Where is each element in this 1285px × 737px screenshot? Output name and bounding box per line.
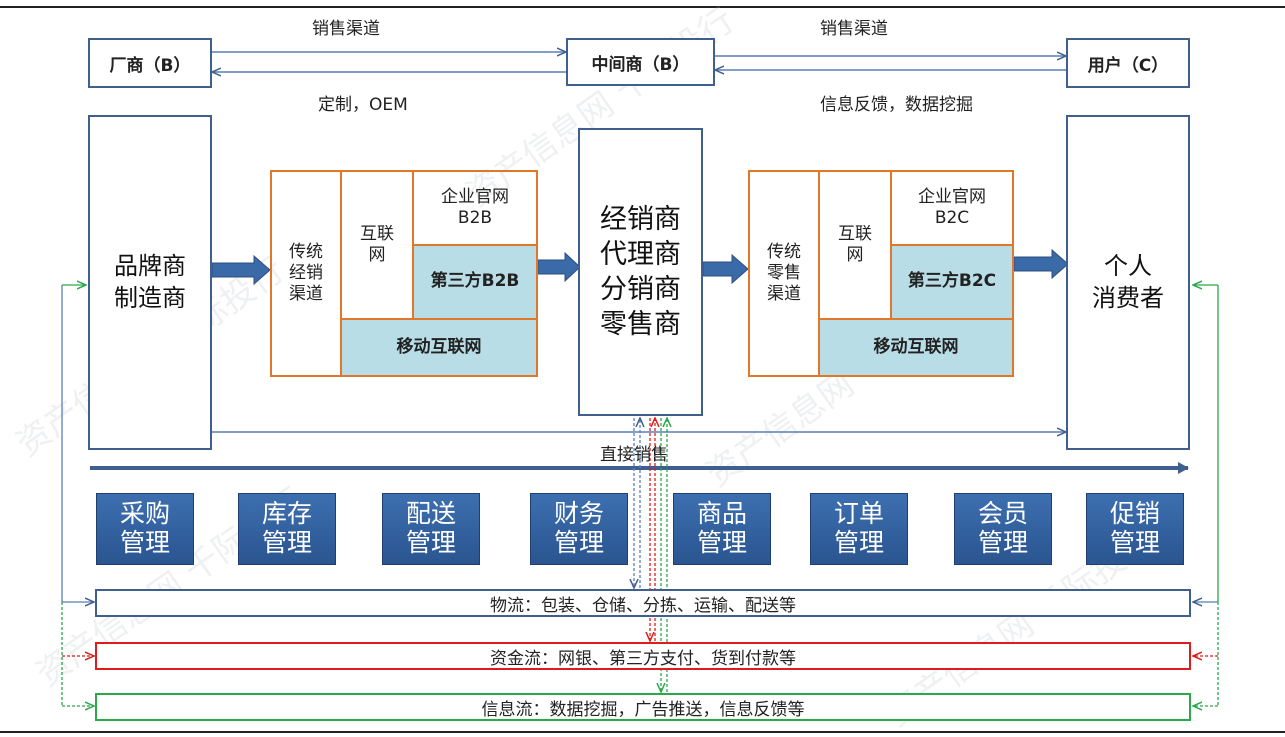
direct-sales-label: 直接销售 bbox=[600, 445, 668, 465]
frame-top-line bbox=[0, 6, 1285, 8]
order-management: 订单 管理 bbox=[810, 493, 908, 565]
b2c-mobile-internet: 移动互联网 bbox=[818, 318, 1014, 377]
capital-flow-bar: 资金流：网银、第三方支付、货到付款等 bbox=[95, 642, 1191, 670]
member-management: 会员 管理 bbox=[954, 493, 1052, 565]
right-channel-label: 销售渠道 bbox=[820, 19, 888, 39]
b2b-third-party: 第三方B2B bbox=[412, 244, 538, 320]
middleman-box: 中间商（B） bbox=[566, 38, 715, 86]
procurement-management: 采购 管理 bbox=[96, 493, 194, 565]
b2b-channel-group: 传统 经销 渠道 互联 网 企业官网 B2B 第三方B2B 移动互联网 bbox=[270, 170, 538, 377]
b2b-mobile-internet: 移动互联网 bbox=[340, 318, 538, 377]
b2c-third-party: 第三方B2C bbox=[890, 244, 1014, 320]
b2c-traditional-channel: 传统 零售 渠道 bbox=[748, 170, 820, 377]
b2c-official-site: 企业官网 B2C bbox=[890, 170, 1014, 246]
finance-management: 财务 管理 bbox=[530, 493, 628, 565]
user-box: 用户（C） bbox=[1066, 38, 1190, 88]
consumer-box: 个人 消费者 bbox=[1066, 115, 1190, 450]
b2c-internet: 互联 网 bbox=[818, 170, 892, 320]
product-management: 商品 管理 bbox=[673, 493, 771, 565]
left-oem-label: 定制，OEM bbox=[318, 95, 408, 115]
right-feedback-label: 信息反馈，数据挖掘 bbox=[820, 95, 973, 115]
vendor-box: 厂商（B） bbox=[88, 38, 212, 88]
logistics-flow-bar: 物流：包装、仓储、分拣、运输、配送等 bbox=[95, 589, 1191, 617]
brand-manufacturer-box: 品牌商 制造商 bbox=[88, 115, 212, 450]
b2c-channel-group: 传统 零售 渠道 互联 网 企业官网 B2C 第三方B2C 移动互联网 bbox=[748, 170, 1014, 377]
inventory-management: 库存 管理 bbox=[238, 493, 336, 565]
b2b-official-site: 企业官网 B2B bbox=[412, 170, 538, 246]
left-channel-label: 销售渠道 bbox=[312, 19, 380, 39]
promotion-management: 促销 管理 bbox=[1086, 493, 1184, 565]
information-flow-bar: 信息流：数据挖掘，广告推送，信息反馈等 bbox=[95, 693, 1191, 721]
b2b-internet: 互联 网 bbox=[340, 170, 414, 320]
b2b-traditional-channel: 传统 经销 渠道 bbox=[270, 170, 342, 377]
delivery-management: 配送 管理 bbox=[382, 493, 480, 565]
distributor-box: 经销商 代理商 分销商 零售商 bbox=[578, 128, 703, 416]
frame-bottom-line bbox=[0, 731, 1285, 733]
